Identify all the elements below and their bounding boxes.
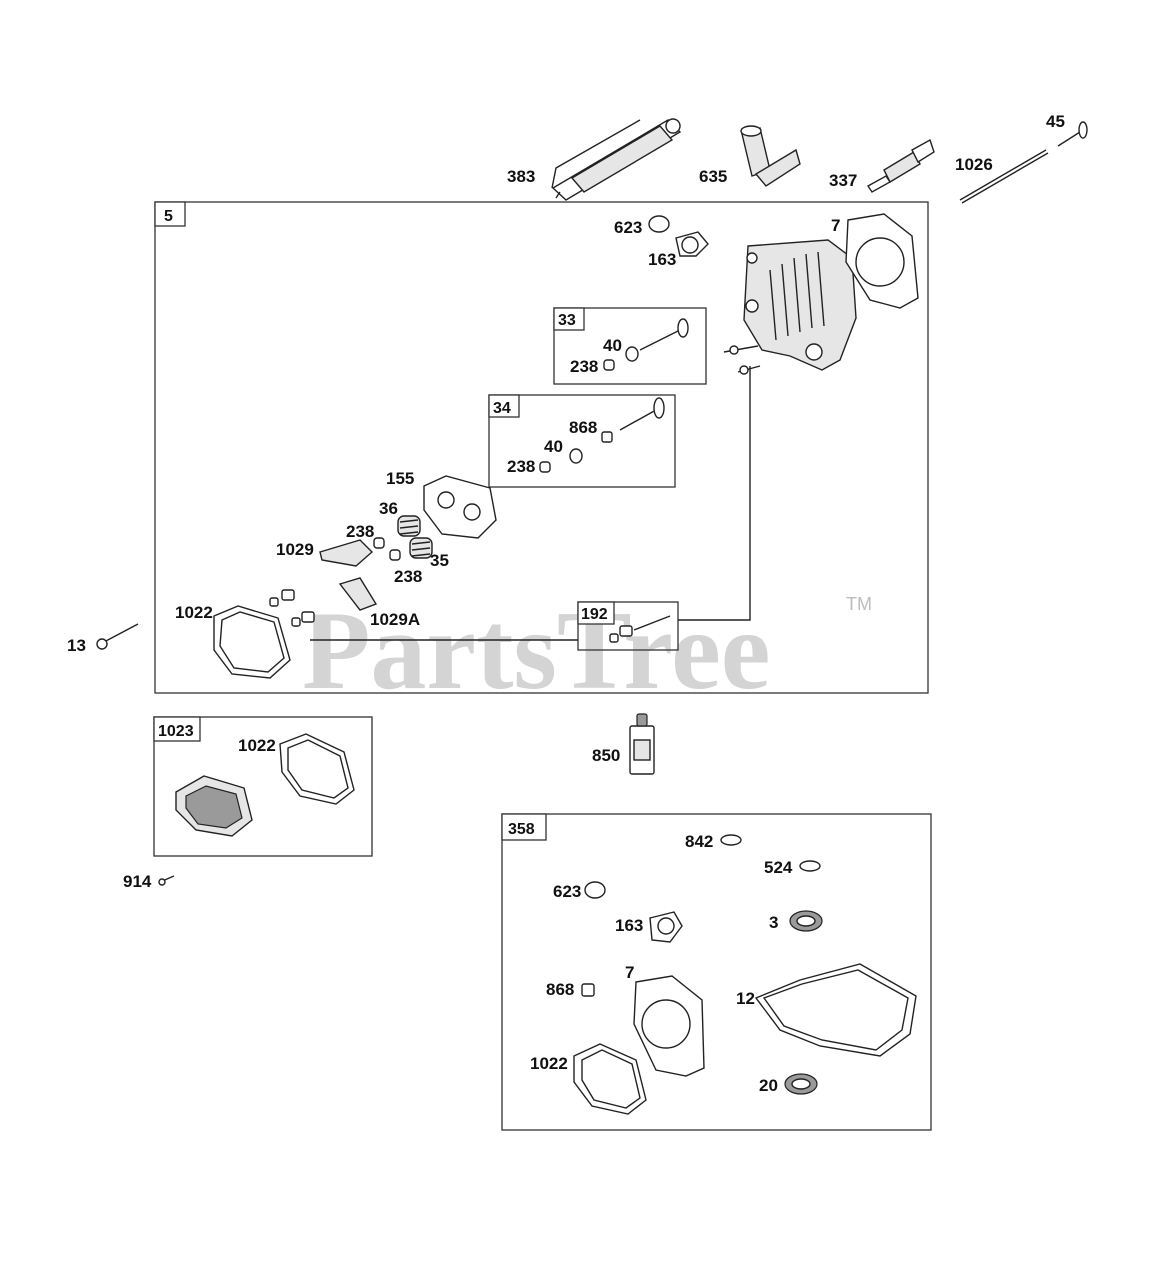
exhaust-valve-part[interactable] [603,318,689,371]
callout-850[interactable]: 850 [592,746,620,765]
group-label-5: 5 [164,208,173,225]
callout-163[interactable]: 163 [648,250,676,269]
callout-868-b[interactable]: 868 [546,980,574,999]
head-bolts-part[interactable] [723,345,761,375]
intake-gasket-part-163b[interactable] [649,911,683,943]
callout-1029[interactable]: 1029 [276,540,314,559]
group-frame-358 [501,813,932,1131]
callout-868-a[interactable]: 868 [569,418,597,437]
leader-line-head [678,366,751,621]
sealant-tube-part[interactable] [629,713,655,775]
group-tag-358[interactable] [501,813,547,841]
callout-842[interactable]: 842 [685,832,713,851]
callout-623[interactable]: 623 [614,218,642,237]
callout-40-b[interactable]: 40 [544,437,563,456]
callout-20[interactable]: 20 [759,1076,778,1095]
valve-cover-gasket-part-1022a[interactable] [213,605,291,679]
group-frame-192 [577,601,679,651]
bolt-part-13[interactable] [96,623,139,650]
callout-12[interactable]: 12 [736,989,755,1008]
callout-238-b[interactable]: 238 [507,457,535,476]
oil-seal-part-3[interactable] [789,910,823,932]
group-frame-33 [553,307,707,385]
callout-36[interactable]: 36 [379,499,398,518]
cylinder-head-gasket-part[interactable] [845,213,919,309]
o-ring-part-842[interactable] [720,834,742,846]
callout-623-b[interactable]: 623 [553,882,581,901]
group-tag-5[interactable] [154,201,186,227]
intake-gasket-part-163[interactable] [675,231,709,257]
crankcase-gasket-part-12[interactable] [754,963,917,1057]
callout-13[interactable]: 13 [67,636,86,655]
callout-383[interactable]: 383 [507,167,535,186]
spark-plug-part[interactable] [866,138,935,193]
spark-plug-boot-part[interactable] [740,125,801,187]
o-ring-part-524[interactable] [799,860,821,872]
callout-163-b[interactable]: 163 [615,916,643,935]
oil-seal-part-20[interactable] [784,1073,818,1095]
spark-plug-wrench-part[interactable] [551,118,682,201]
callout-1026[interactable]: 1026 [955,155,993,174]
valve-cover-part[interactable] [175,775,253,837]
group-tag-34[interactable] [488,394,520,418]
rocker-stud-plate-part[interactable] [423,475,497,539]
group-frame-5 [154,201,929,694]
callout-914[interactable]: 914 [123,872,152,891]
valve-part-45[interactable] [1057,121,1088,147]
exhaust-gasket-part-623[interactable] [648,215,670,233]
callout-1022-a[interactable]: 1022 [175,603,213,622]
valve-spring-part-35[interactable] [409,537,433,559]
group-frame-1023 [153,716,373,857]
spring-retainer-part-238c[interactable] [373,537,385,549]
group-label-358: 358 [508,821,535,838]
callout-155[interactable]: 155 [386,469,414,488]
watermark-text: PartsTree [302,589,771,713]
rocker-arm-part-1029a[interactable] [338,577,378,611]
callout-238-d[interactable]: 238 [394,567,422,586]
group-label-33: 33 [558,312,576,329]
valve-spring-part-36[interactable] [397,515,421,537]
group-label-192: 192 [581,606,608,623]
callout-labels: 383 635 337 1026 45 623 163 7 40 238 868… [67,112,1065,1095]
group-tag-1023[interactable] [153,716,201,742]
exhaust-gasket-part-623b[interactable] [584,881,606,899]
callout-1029a[interactable]: 1029A [370,610,420,629]
watermark-trademark: TM [846,594,872,614]
cylinder-head-part[interactable] [743,239,857,371]
rocker-arm-part-1029[interactable] [319,539,374,567]
callout-35[interactable]: 35 [430,551,449,570]
cylinder-head-gasket-part-7b[interactable] [633,975,705,1077]
group-tag-192[interactable] [577,601,615,625]
group-tag-33[interactable] [553,307,585,331]
callout-3[interactable]: 3 [769,913,778,932]
callout-238-a[interactable]: 238 [570,357,598,376]
rocker-fasteners-part[interactable] [269,589,315,627]
group-label-34: 34 [493,400,511,417]
callout-524[interactable]: 524 [764,858,793,877]
callout-7-b[interactable]: 7 [625,963,634,982]
valve-cover-gasket-part-1022c[interactable] [573,1043,647,1115]
callout-7[interactable]: 7 [831,216,840,235]
screw-part-914[interactable] [158,875,175,886]
group-frame-34 [488,394,676,488]
callout-45[interactable]: 45 [1046,112,1065,131]
spring-retainer-part-238d[interactable] [389,549,401,561]
callout-238-c[interactable]: 238 [346,522,374,541]
rocker-studs-part[interactable] [609,615,671,643]
group-label-1023: 1023 [158,723,194,740]
callout-337[interactable]: 337 [829,171,857,190]
callout-1022-b[interactable]: 1022 [238,736,276,755]
callout-635[interactable]: 635 [699,167,727,186]
push-rod-part[interactable] [959,149,1049,204]
callout-1022-c[interactable]: 1022 [530,1054,568,1073]
valve-cover-gasket-part-1022b[interactable] [279,733,355,805]
intake-valve-part[interactable] [539,397,665,473]
valve-seal-part-868b[interactable] [581,983,595,997]
callout-40-a[interactable]: 40 [603,336,622,355]
